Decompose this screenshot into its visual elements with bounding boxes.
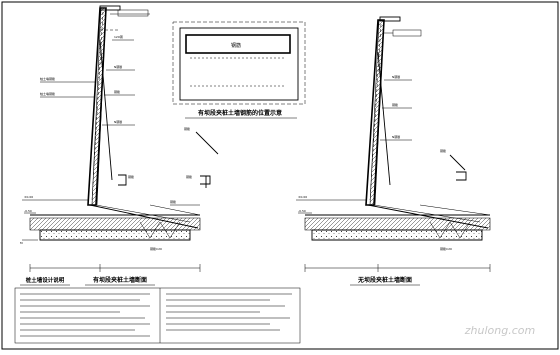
svg-text:钢筋: 钢筋 (114, 89, 120, 94)
svg-text:钢筋C20: 钢筋C20 (150, 246, 162, 251)
svg-text:钢筋: 钢筋 (440, 148, 446, 153)
plan-view-drawing: 钢筋 有坝段夹桩土墙钢筋的位置示意 钢筋 钢筋 (172, 21, 306, 188)
svg-text:钢筋: 钢筋 (392, 102, 398, 107)
right-section-drawing: N钢筋 钢筋 N钢筋 钢筋 ±0.00 -0.50 钢筋C20 (296, 16, 491, 272)
svg-text:120钢: 120钢 (114, 34, 123, 39)
svg-text:桩土墙钢筋: 桩土墙钢筋 (40, 91, 55, 96)
watermark: zhulong.com (464, 324, 535, 337)
left-section-drawing: 120钢 N钢筋 钢筋 N钢筋 桩土墙钢筋 桩土墙钢筋 钢筋 ±0.00 -0.… (20, 5, 201, 272)
svg-text:N钢筋: N钢筋 (114, 119, 122, 124)
svg-text:±0.00: ±0.00 (24, 195, 33, 199)
svg-text:N钢筋: N钢筋 (114, 64, 122, 69)
svg-text:钢筋: 钢筋 (186, 174, 192, 179)
svg-text:-0.50: -0.50 (24, 209, 32, 213)
svg-text:N钢筋: N钢筋 (392, 134, 400, 139)
left-view-title: 有坝段夹桩土墙断面 (93, 276, 147, 284)
svg-text:钢筋: 钢筋 (128, 174, 134, 179)
svg-text:M: M (20, 241, 23, 245)
right-view-title: 无坝段夹桩土墙断面 (357, 276, 412, 284)
design-notes-table: 桩土墙设计说明 (14, 276, 301, 344)
plan-box-label: 钢筋 (231, 42, 241, 49)
sheet-border (1, 1, 559, 350)
svg-text:钢筋: 钢筋 (170, 199, 176, 204)
notes-heading: 桩土墙设计说明 (26, 276, 65, 284)
svg-text:钢筋C20: 钢筋C20 (440, 246, 452, 251)
svg-text:钢筋: 钢筋 (184, 126, 190, 131)
plan-view-title: 有坝段夹桩土墙钢筋的位置示意 (198, 109, 282, 117)
svg-text:N钢筋: N钢筋 (392, 74, 400, 79)
svg-text:-0.50: -0.50 (298, 209, 306, 213)
svg-text:±0.00: ±0.00 (298, 195, 307, 199)
svg-text:桩土墙钢筋: 桩土墙钢筋 (40, 76, 55, 81)
